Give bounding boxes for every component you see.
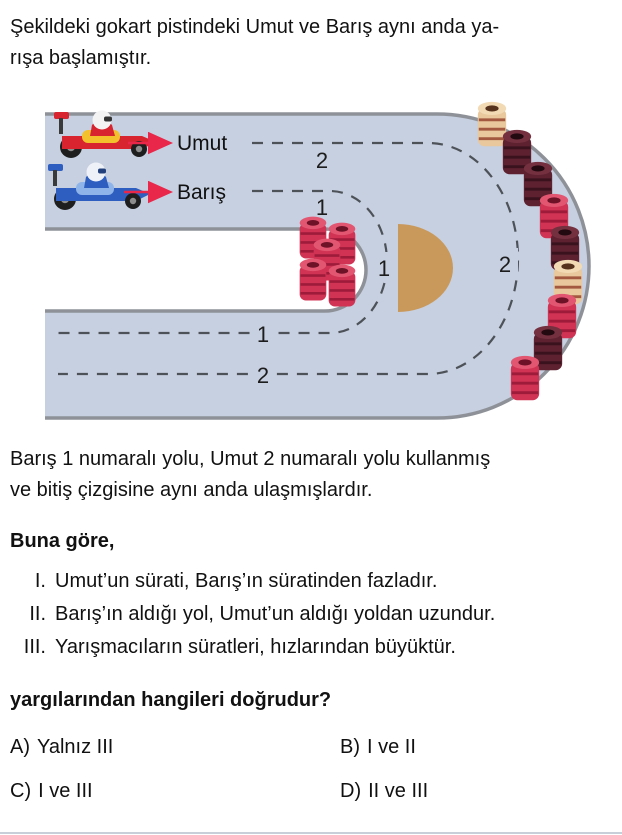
- option-c-text: I ve III: [38, 780, 93, 802]
- statement-3: III. Yarışmacıların süratleri, hızlarınd…: [10, 631, 612, 664]
- statement-2: II. Barış’ın aldığı yol, Umut’un aldığı …: [10, 598, 612, 631]
- track-diagram: 2 1 1 2 1 2: [45, 100, 591, 420]
- lane-labels: 2 1 1 2 1 2: [250, 148, 518, 388]
- option-c: C) I ve III: [10, 776, 340, 806]
- option-a: A) Yalnız III: [10, 732, 340, 762]
- turn-island: [398, 224, 453, 312]
- lane-label-top-2: 2: [316, 148, 328, 173]
- helmet: [92, 110, 112, 130]
- option-a-letter: A): [10, 736, 30, 758]
- option-b-text: I ve II: [367, 736, 416, 758]
- tire-stack-tan: [476, 100, 508, 148]
- tire-stack-red: [298, 257, 328, 302]
- option-a-text: Yalnız III: [37, 736, 114, 758]
- option-d-text: II ve III: [368, 780, 429, 802]
- lead-in: Buna göre,: [10, 530, 115, 552]
- lane-line-1: [58, 189, 389, 335]
- statement-1-text: Umut’un sürati, Barış’ın süratinden fazl…: [55, 570, 438, 592]
- answer-options: A) Yalnız III B) I ve II C) I ve III D) II v…: [10, 732, 612, 806]
- option-d: D) II ve III: [340, 776, 612, 806]
- lane-label-bottom-1: 1: [257, 322, 269, 347]
- question-intro: Şekildeki gokart pistindeki Umut ve Barı…: [10, 16, 500, 69]
- tire-stack-red: [509, 354, 541, 402]
- option-d-letter: D): [340, 780, 362, 802]
- statement-2-numeral: II.: [29, 603, 46, 625]
- label-backing: [492, 248, 518, 277]
- label-backing: [250, 359, 276, 388]
- label-backing: [371, 252, 397, 281]
- option-c-letter: C): [10, 780, 32, 802]
- tire-stack-red: [327, 263, 357, 308]
- question-prompt: yargılarından hangileri doğrudur?: [10, 689, 332, 711]
- statement-3-text: Yarışmacıların süratleri, hızlarından bü…: [55, 636, 456, 658]
- baris-label: Barış: [177, 181, 226, 204]
- lane-label-bottom-2: 2: [257, 363, 269, 388]
- helmet: [86, 162, 106, 182]
- track-figure: 2 1 1 2 1 2: [0, 96, 622, 426]
- lane-label-turn-1: 1: [378, 256, 390, 281]
- statement-1: I. Umut’un sürati, Barış’ın süratinden f…: [10, 565, 612, 598]
- statement-1-numeral: I.: [34, 570, 46, 592]
- kart-umut: [54, 110, 156, 158]
- option-b-letter: B): [340, 736, 360, 758]
- lane-line-2: [58, 141, 520, 376]
- statement-3-numeral: III.: [23, 636, 46, 658]
- statement-list: I. Umut’un sürati, Barış’ın süratinden f…: [10, 565, 612, 664]
- umut-label: Umut: [177, 132, 227, 155]
- label-backing: [250, 318, 276, 347]
- lane-label-turn-2: 2: [499, 252, 511, 277]
- lane-label-top-1: 1: [316, 195, 328, 220]
- bottom-divider: [0, 832, 622, 834]
- track-infield: [45, 229, 366, 311]
- option-b: B) I ve II: [340, 732, 612, 762]
- statement-2-text: Barış’ın aldığı yol, Umut’un aldığı yold…: [55, 603, 496, 625]
- question-body: Barış 1 numaralı yolu, Umut 2 numaralı y…: [10, 448, 491, 501]
